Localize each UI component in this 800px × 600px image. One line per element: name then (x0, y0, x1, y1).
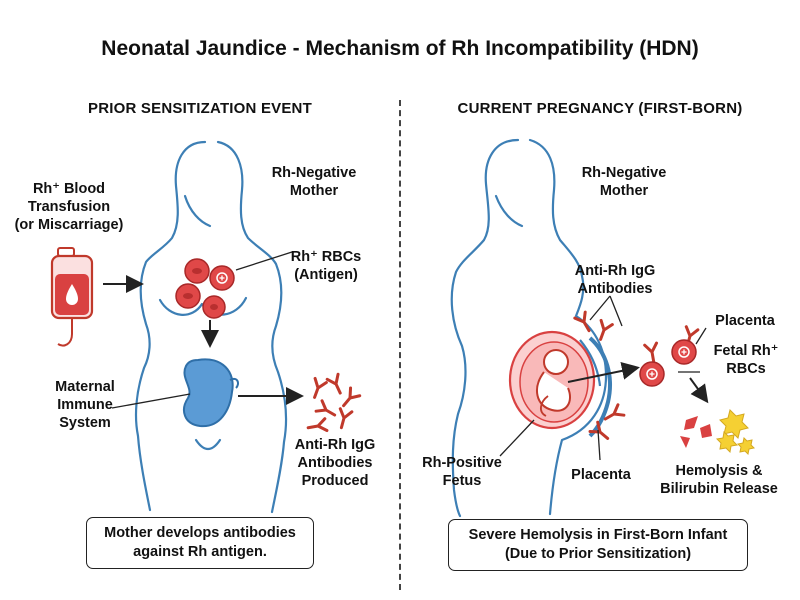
hemolysis-label: Hemolysis &Bilirubin Release (660, 463, 778, 498)
right-heading: CURRENT PREGNANCY (FIRST-BORN) (457, 100, 743, 117)
fetus-icon (508, 330, 596, 430)
mother-silhouette-right (450, 138, 608, 518)
rbc-icon-left (175, 258, 235, 319)
panel-divider (399, 100, 401, 590)
left-heading: PRIOR SENSITIZATION EVENT (88, 100, 312, 117)
placenta-top-label: Placenta (715, 313, 775, 329)
rbc-antigen-label: Rh⁺ RBCs(Antigen) (290, 249, 362, 284)
fetal-rbc-icon (639, 361, 665, 387)
right-summary-box: Severe Hemolysis in First-Born Infant(Du… (448, 519, 748, 571)
immune-organ-icon (183, 358, 239, 428)
bilirubin-icon (680, 409, 756, 456)
antibody-icon-left (305, 372, 362, 436)
fetal-rbc-label: Fetal Rh⁺RBCs (713, 343, 779, 378)
mother-silhouette-left (134, 140, 288, 514)
page-title: Neonatal Jaundice - Mechanism of Rh Inco… (101, 37, 699, 60)
placenta-bottom-label: Placenta (571, 467, 631, 483)
blood-bag-icon (50, 247, 94, 347)
